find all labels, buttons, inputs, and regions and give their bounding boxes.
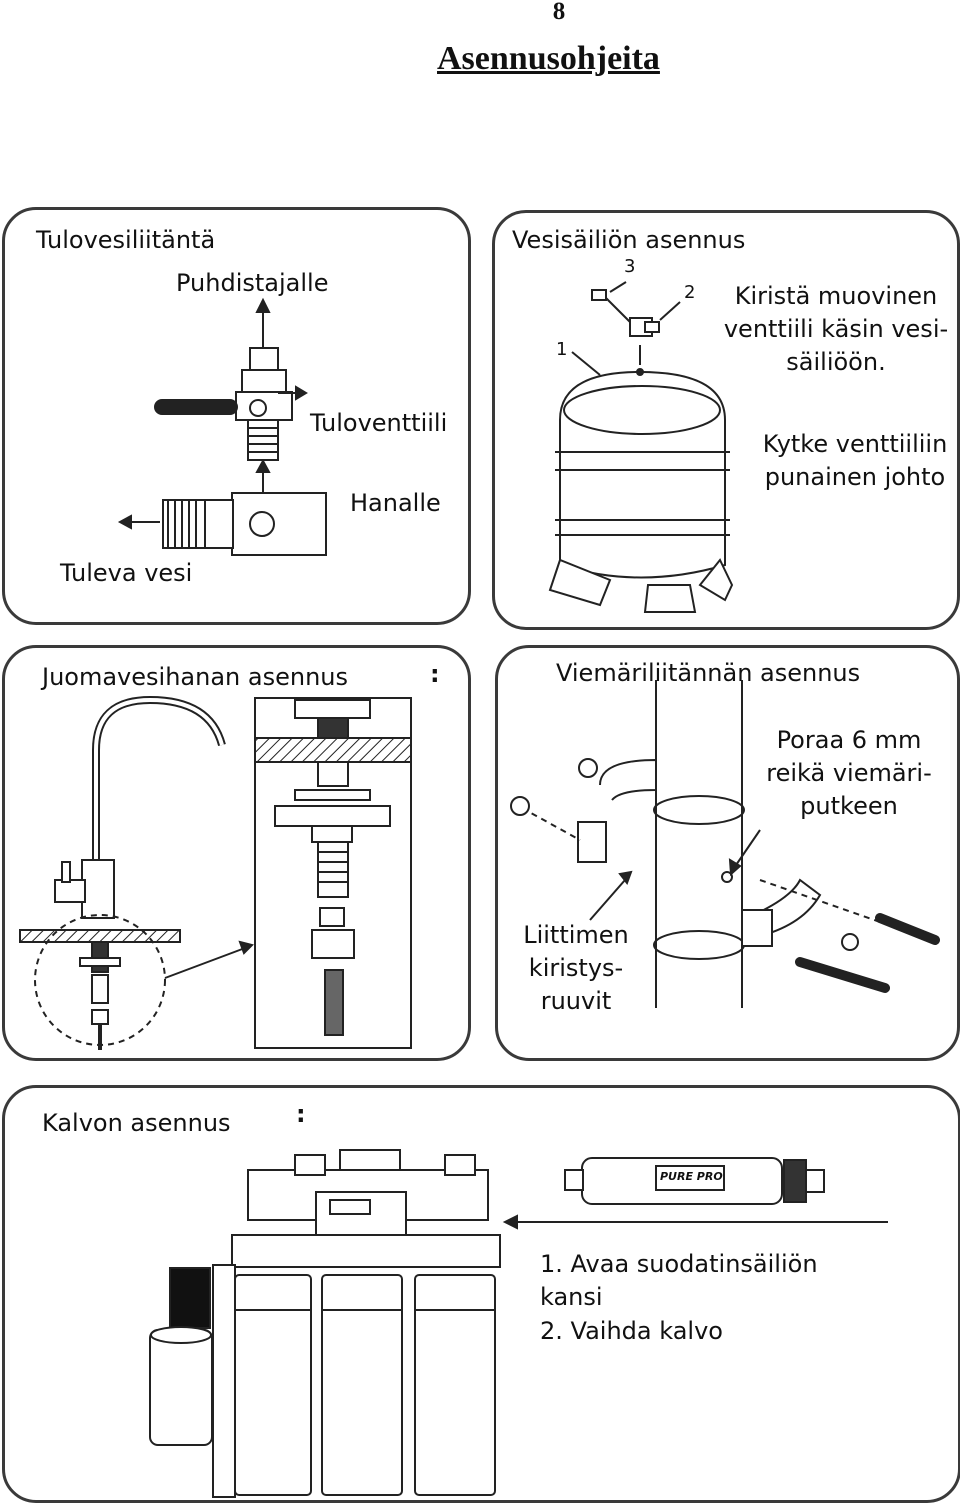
ro-unit-illustration <box>149 1149 888 1498</box>
inlet-valve-illustration <box>117 297 327 556</box>
incoming-water-label: Tuleva vesi <box>60 559 193 587</box>
to-faucet-label: Hanalle <box>350 489 441 517</box>
callout-1: 1 <box>556 339 568 360</box>
drain-note-drill: Poraa 6 mm reikä viemäri-putkeen <box>766 726 932 821</box>
membrane-step-2: 2. Vaihda kalvo <box>540 1317 723 1345</box>
inlet-heading: Tulovesiliitäntä <box>36 226 216 254</box>
drain-note-screws: Liittimen kiristys-ruuvit <box>523 921 629 1016</box>
faucet-heading: Juomavesihanan asennus <box>42 663 348 691</box>
inlet-valve-label: Tuloventtiili <box>310 409 448 437</box>
page-title: Asennusohjeita <box>437 40 660 77</box>
drain-heading: Viemäriliitännän asennus <box>556 659 861 687</box>
membrane-brand-logo: PURE PRO <box>660 1170 723 1183</box>
drain-saddle-illustration <box>510 680 940 1008</box>
page-number: 8 <box>552 0 566 25</box>
tank-note-connect: Kytke venttiiliin punainen johto <box>762 430 948 492</box>
callout-3: 3 <box>624 256 636 277</box>
tank-illustration <box>548 281 734 613</box>
callout-2: 2 <box>684 282 696 303</box>
to-purifier-label: Puhdistajalle <box>176 269 329 297</box>
tank-heading: Vesisäiliön asennus <box>512 226 746 254</box>
membrane-heading-colon: : <box>296 1100 306 1128</box>
membrane-heading: Kalvon asennus <box>42 1109 231 1137</box>
tank-note-tighten: Kiristä muovinen venttiili käsin vesi-sä… <box>723 282 949 377</box>
faucet-illustration <box>19 695 412 1050</box>
faucet-heading-colon: : <box>430 660 440 688</box>
membrane-step-1: 1. Avaa suodatinsäiliön kansi <box>540 1250 818 1312</box>
